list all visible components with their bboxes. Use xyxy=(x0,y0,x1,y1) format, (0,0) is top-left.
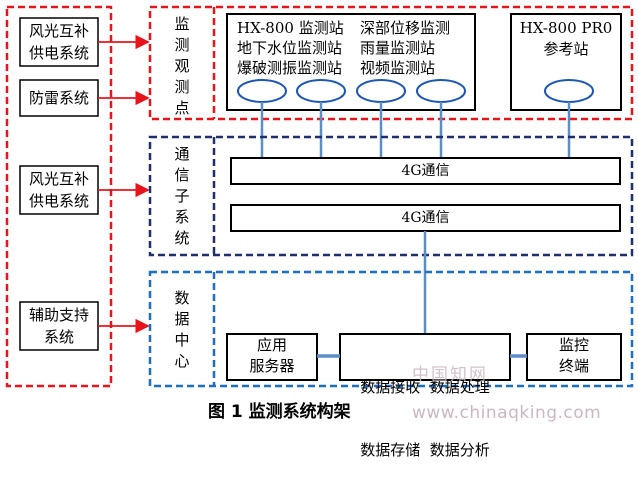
vertical-label-char: 点 xyxy=(174,99,190,117)
antenna-ellipse-4 xyxy=(416,79,466,103)
antenna-ellipse-5 xyxy=(544,79,594,103)
left-box-4 xyxy=(19,301,99,351)
left-box-2-label: 防雷系统 xyxy=(28,89,89,107)
monitor-terminal-box xyxy=(526,333,622,381)
watermark-cn: 中国知网 xyxy=(412,365,488,385)
left-box-1-line-1: 风光互补 xyxy=(28,22,89,40)
comm-frame xyxy=(148,135,634,257)
processing-line-2: 数据存储 数据分析 xyxy=(360,441,490,459)
left-box-3-label: 风光互补 供电系统 xyxy=(20,168,98,212)
antenna-ellipse-2 xyxy=(296,79,346,103)
vertical-label-char: 心 xyxy=(174,352,190,370)
left-box-1 xyxy=(19,17,99,67)
diagram-canvas xyxy=(5,5,634,388)
datacenter-group-label: 数据中心 xyxy=(172,288,192,372)
left-box-4-line-2: 系统 xyxy=(43,328,74,346)
station-rainfall: 雨量监测站 xyxy=(360,39,436,57)
app-server-line-1: 应用 xyxy=(256,336,287,354)
left-box-3-line-1: 风光互补 xyxy=(28,170,89,188)
comm-group-label: 通信子系统 xyxy=(172,144,192,249)
vertical-label-char: 测 xyxy=(174,36,190,54)
reference-station-model: HX-800 PR0 xyxy=(519,19,613,37)
vertical-label-char: 系 xyxy=(174,208,190,226)
vertical-label-char: 监 xyxy=(174,15,190,33)
monitoring-group-label: 监测观测点 xyxy=(172,14,192,119)
vertical-label-char: 信 xyxy=(174,166,190,184)
comm-bar-1 xyxy=(230,157,621,185)
vertical-label-char: 中 xyxy=(174,331,190,349)
vertical-label-char: 统 xyxy=(174,229,190,247)
vertical-label-char: 观 xyxy=(174,57,190,75)
comm-bar-2 xyxy=(230,204,621,232)
antenna-ellipse-3 xyxy=(356,79,406,103)
left-column-frame xyxy=(5,5,113,388)
left-box-4-label: 辅助支持 系统 xyxy=(20,304,98,348)
station-groundwater: 地下水位监测站 xyxy=(237,39,343,57)
app-server-line-2: 服务器 xyxy=(249,357,295,375)
vertical-label-char: 子 xyxy=(174,187,190,205)
monitor-terminal-line-1: 监控 xyxy=(558,336,589,354)
station-video: 视频监测站 xyxy=(360,59,436,77)
monitor-terminal-label: 监控 终端 xyxy=(527,335,621,377)
watermark-url: www.chinaqking.com xyxy=(412,403,602,423)
datacenter-frame xyxy=(148,270,634,388)
stations-list-col1: HX-800 监测站 地下水位监测站 爆破测振监测站 xyxy=(237,18,344,78)
left-box-1-line-2: 供电系统 xyxy=(28,44,89,62)
stations-list-col2: 深部位移监测 雨量监测站 视频监测站 xyxy=(360,18,450,78)
vertical-label-char: 据 xyxy=(174,310,190,328)
station-hx800: HX-800 监测站 xyxy=(237,19,344,37)
app-server-box xyxy=(226,333,318,381)
reference-station-label: HX-800 PR0 参考站 xyxy=(511,18,621,60)
station-deep-displacement: 深部位移监测 xyxy=(360,19,451,37)
comm-bar-1-label: 4G通信 xyxy=(401,163,450,179)
comm-bar-2-label: 4G通信 xyxy=(401,210,450,226)
app-server-label: 应用 服务器 xyxy=(227,335,317,377)
left-box-1-label: 风光互补 供电系统 xyxy=(20,20,98,64)
left-box-3-line-2: 供电系统 xyxy=(28,192,89,210)
station-blast-vibration: 爆破测振监测站 xyxy=(237,59,343,77)
vertical-label-char: 测 xyxy=(174,78,190,96)
processing-line-1: 数据接收 数据处理 xyxy=(360,378,490,396)
left-box-3 xyxy=(19,165,99,215)
figure-caption: 图 1 监测系统构架 xyxy=(208,402,351,422)
left-box-4-line-1: 辅助支持 xyxy=(28,306,89,324)
monitor-terminal-line-2: 终端 xyxy=(558,357,589,375)
antenna-ellipse-1 xyxy=(237,79,287,103)
vertical-label-char: 通 xyxy=(174,145,190,163)
reference-station-name: 参考站 xyxy=(543,40,589,58)
vertical-label-char: 数 xyxy=(174,289,190,307)
